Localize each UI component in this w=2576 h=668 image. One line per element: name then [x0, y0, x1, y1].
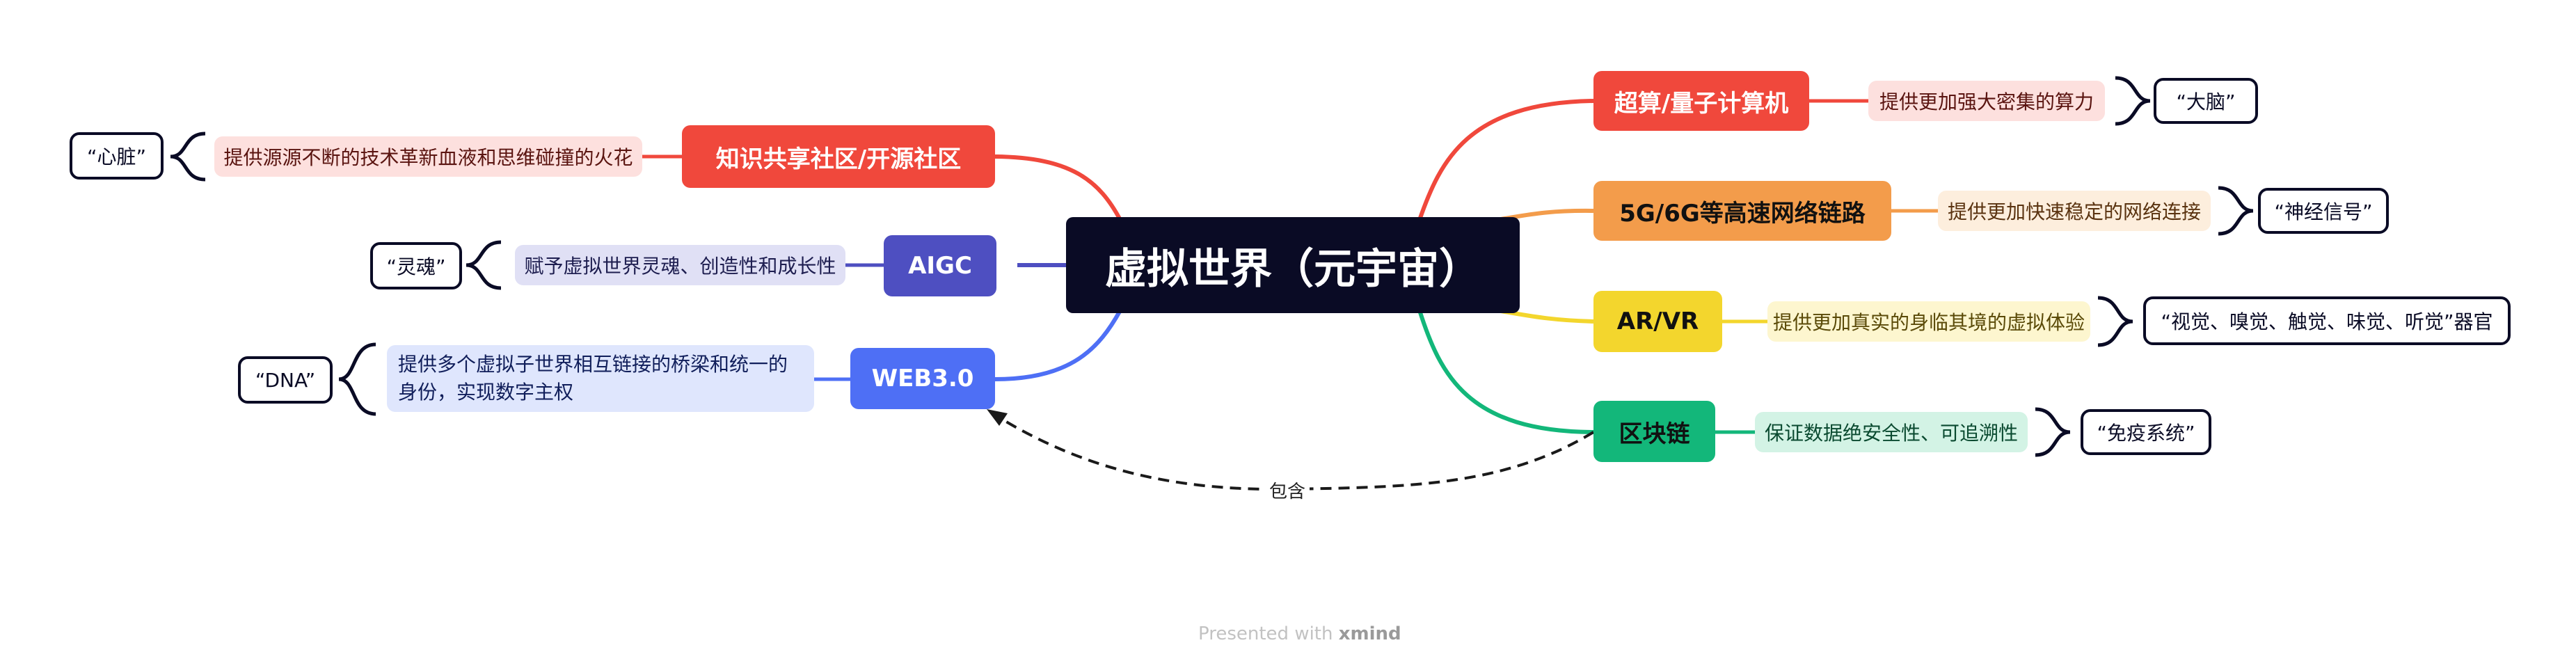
- topic-web3-label: WEB3.0: [871, 365, 974, 392]
- desc-community-text: 提供源源不断的技术革新血液和思维碰撞的火花: [223, 146, 633, 169]
- topic-aigc[interactable]: AIGC: [884, 235, 996, 296]
- topic-arvr-label: AR/VR: [1616, 308, 1699, 335]
- desc-arvr[interactable]: 提供更加真实的身临其境的虚拟体验: [1767, 301, 2090, 342]
- tag-web3-text: “DNA”: [255, 368, 316, 392]
- brace-web3: [338, 342, 376, 416]
- link-community: [994, 154, 1122, 221]
- tag-community[interactable]: “心脏”: [70, 132, 164, 180]
- desc-blockchain[interactable]: 保证数据绝安全性、可追溯性: [1755, 412, 2028, 452]
- relationship-arrowhead: [987, 409, 1008, 426]
- relationship-label-text: 包含: [1269, 482, 1306, 502]
- tag-community-text: “心脏”: [86, 145, 146, 168]
- desc-community[interactable]: 提供源源不断的技术革新血液和思维碰撞的火花: [214, 136, 642, 177]
- topic-blockchain[interactable]: 区块链: [1593, 401, 1715, 462]
- topic-network-label: 5G/6G等高速网络链路: [1619, 199, 1866, 228]
- topic-arvr[interactable]: AR/VR: [1593, 291, 1722, 352]
- desc-blockchain-text: 保证数据绝安全性、可追溯性: [1765, 422, 2019, 445]
- link-web3: [994, 309, 1122, 381]
- tag-blockchain[interactable]: “免疫系统”: [2081, 409, 2211, 455]
- brace-super: [2115, 76, 2151, 126]
- topic-network[interactable]: 5G/6G等高速网络链路: [1593, 181, 1891, 241]
- tag-network-text: “神经信号”: [2274, 200, 2373, 223]
- desc-aigc[interactable]: 赋予虚拟世界灵魂、创造性和成长性: [515, 245, 845, 285]
- topic-community[interactable]: 知识共享社区/开源社区: [682, 125, 995, 188]
- brace-community: [170, 132, 206, 182]
- tag-aigc-text: “灵魂”: [386, 255, 446, 278]
- tag-supercomputing[interactable]: “大脑”: [2154, 78, 2258, 124]
- tag-arvr[interactable]: “视觉、嗅觉、触觉、味觉、听觉”器官: [2143, 296, 2511, 345]
- tag-supercomputing-text: “大脑”: [2176, 90, 2236, 113]
- relationship-label[interactable]: 包含: [1265, 477, 1310, 503]
- central-topic[interactable]: 虚拟世界（元宇宙）: [1066, 217, 1520, 313]
- central-topic-label: 虚拟世界（元宇宙）: [1105, 244, 1481, 294]
- footer-brand: xmind: [1338, 623, 1401, 644]
- tag-blockchain-text: “免疫系统”: [2097, 422, 2195, 445]
- desc-aigc-text: 赋予虚拟世界灵魂、创造性和成长性: [524, 255, 836, 278]
- desc-network-text: 提供更加快速稳定的网络连接: [1948, 200, 2202, 223]
- desc-supercomputing-text: 提供更加强大密集的算力: [1879, 90, 2094, 113]
- desc-arvr-text: 提供更加真实的身临其境的虚拟体验: [1773, 311, 2085, 334]
- topic-community-label: 知识共享社区/开源社区: [715, 145, 962, 173]
- desc-web3-text: 提供多个虚拟子世界相互链接的桥梁和统一的身份，实现数字主权: [398, 353, 788, 404]
- tag-arvr-text: “视觉、嗅觉、触觉、味觉、听觉”器官: [2161, 310, 2493, 333]
- link-supercomputing: [1417, 99, 1594, 221]
- tag-network[interactable]: “神经信号”: [2258, 188, 2389, 234]
- topic-web3[interactable]: WEB3.0: [850, 348, 995, 409]
- topic-aigc-label: AIGC: [908, 252, 972, 280]
- topic-blockchain-label: 区块链: [1619, 420, 1690, 448]
- desc-network[interactable]: 提供更加快速稳定的网络连接: [1938, 191, 2211, 231]
- desc-supercomputing[interactable]: 提供更加强大密集的算力: [1868, 81, 2105, 121]
- brace-aigc: [466, 240, 502, 290]
- tag-web3[interactable]: “DNA”: [238, 356, 333, 404]
- footer-prefix: Presented with: [1198, 623, 1333, 644]
- topic-supercomputing[interactable]: 超算/量子计算机: [1593, 71, 1809, 131]
- link-blockchain: [1417, 310, 1594, 434]
- footer-credit: Presented with xmind: [1198, 623, 1401, 644]
- tag-aigc[interactable]: “灵魂”: [370, 242, 462, 289]
- topic-supercomputing-label: 超算/量子计算机: [1614, 89, 1789, 118]
- brace-network: [2218, 186, 2254, 236]
- desc-web3[interactable]: 提供多个虚拟子世界相互链接的桥梁和统一的身份，实现数字主权: [387, 345, 814, 412]
- brace-arvr: [2097, 296, 2133, 347]
- brace-block: [2035, 407, 2071, 457]
